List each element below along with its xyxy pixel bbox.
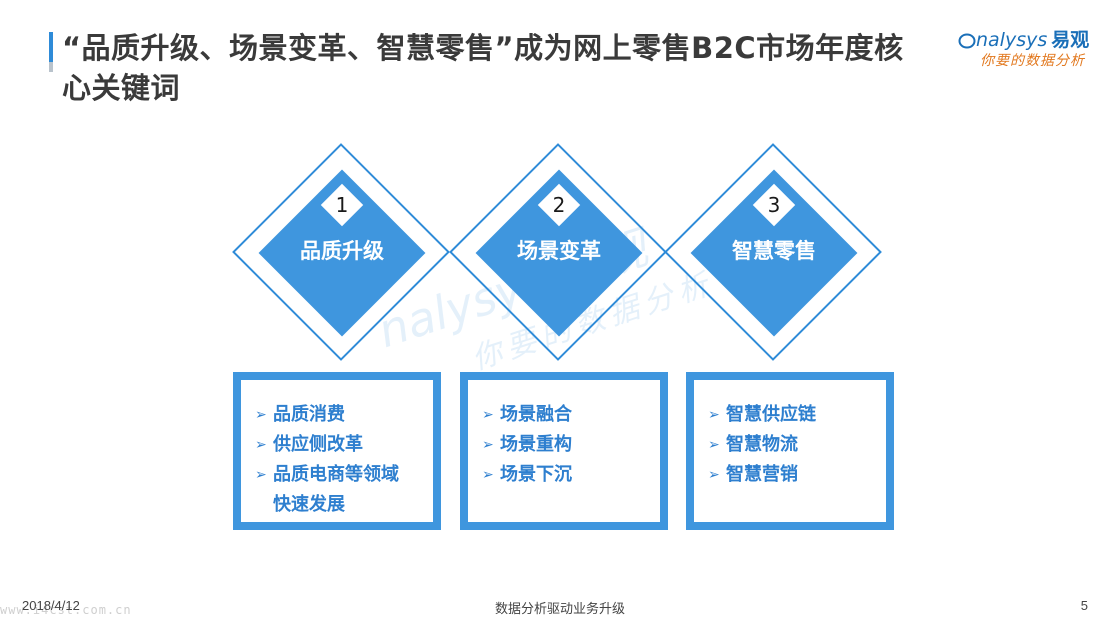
list-item-continuation: 快速发展 bbox=[255, 490, 433, 520]
arrow-bullet-icon: ➢ bbox=[482, 437, 494, 453]
list-item: ➢ 供应侧改革 bbox=[255, 430, 433, 460]
footer-website-watermark: www.i4cst.com.cn bbox=[0, 603, 132, 617]
arrow-bullet-icon: ➢ bbox=[255, 407, 267, 423]
list-item-text: 智慧营销 bbox=[726, 464, 798, 485]
detail-box-content: ➢ 智慧供应链 ➢ 智慧物流 ➢ 智慧营销 bbox=[694, 380, 886, 522]
list-item-text: 品质电商等领域 bbox=[273, 464, 399, 485]
list-item: ➢ 场景重构 bbox=[482, 430, 660, 460]
number-label: 2 bbox=[552, 193, 566, 217]
list-item-text: 快速发展 bbox=[273, 494, 345, 515]
number-label: 3 bbox=[767, 193, 781, 217]
detail-box-content: ➢ 场景融合 ➢ 场景重构 ➢ 场景下沉 bbox=[468, 380, 660, 522]
footer-slogan: 数据分析驱动业务升级 bbox=[494, 602, 625, 617]
arrow-bullet-icon: ➢ bbox=[482, 467, 494, 483]
detail-box-2: ➢ 场景融合 ➢ 场景重构 ➢ 场景下沉 bbox=[460, 372, 668, 530]
page-title: “品质升级、场景变革、智慧零售”成为网上零售B2C市场年度核心关键词 bbox=[62, 31, 904, 105]
list-item-text: 智慧物流 bbox=[726, 434, 798, 455]
list-item: ➢ 场景融合 bbox=[482, 400, 660, 430]
logo-o-icon bbox=[958, 33, 976, 49]
logo-brand-cn: 易观 bbox=[1051, 29, 1090, 51]
page-number: 5 bbox=[1080, 598, 1088, 613]
logo-brand-text: nalysys bbox=[976, 29, 1048, 51]
arrow-bullet-icon: ➢ bbox=[482, 407, 494, 423]
list-item-text: 场景重构 bbox=[500, 434, 572, 455]
diamond-label: 品质升级 bbox=[300, 239, 384, 263]
diamond-1: 1 品质升级 bbox=[232, 143, 450, 361]
detail-list: ➢ 智慧供应链 ➢ 智慧物流 ➢ 智慧营销 bbox=[708, 400, 886, 490]
detail-box-3: ➢ 智慧供应链 ➢ 智慧物流 ➢ 智慧营销 bbox=[686, 372, 894, 530]
list-item-text: 场景融合 bbox=[500, 404, 572, 425]
list-item: ➢ 场景下沉 bbox=[482, 460, 660, 490]
list-item: ➢ 品质电商等领域 bbox=[255, 460, 433, 490]
list-item: ➢ 智慧供应链 bbox=[708, 400, 886, 430]
arrow-bullet-icon: ➢ bbox=[708, 407, 720, 423]
list-item: ➢ 品质消费 bbox=[255, 400, 433, 430]
logo-tagline: 你要的数据分析 bbox=[980, 53, 1085, 69]
footer-date: 2018/4/12 bbox=[22, 598, 80, 613]
arrow-bullet-icon: ➢ bbox=[255, 437, 267, 453]
diamond-label: 智慧零售 bbox=[732, 239, 816, 263]
diamond-2: 2 场景变革 bbox=[449, 143, 667, 361]
list-item-text: 供应侧改革 bbox=[273, 434, 363, 455]
list-item: ➢ 智慧营销 bbox=[708, 460, 886, 490]
detail-list: ➢ 场景融合 ➢ 场景重构 ➢ 场景下沉 bbox=[482, 400, 660, 490]
arrow-bullet-icon: ➢ bbox=[255, 467, 267, 483]
diamond-label: 场景变革 bbox=[517, 239, 601, 263]
arrow-bullet-icon: ➢ bbox=[708, 467, 720, 483]
list-item-text: 品质消费 bbox=[273, 404, 345, 425]
detail-box-content: ➢ 品质消费 ➢ 供应侧改革 ➢ 品质电商等领域 快速发展 bbox=[241, 380, 433, 522]
list-item-text: 场景下沉 bbox=[500, 464, 572, 485]
list-item: ➢ 智慧物流 bbox=[708, 430, 886, 460]
arrow-bullet-icon: ➢ bbox=[708, 437, 720, 453]
detail-box-1: ➢ 品质消费 ➢ 供应侧改革 ➢ 品质电商等领域 快速发展 bbox=[233, 372, 441, 530]
number-label: 1 bbox=[335, 193, 349, 217]
list-item-text: 智慧供应链 bbox=[726, 404, 816, 425]
detail-list: ➢ 品质消费 ➢ 供应侧改革 ➢ 品质电商等领域 快速发展 bbox=[255, 400, 433, 520]
diamond-3: 3 智慧零售 bbox=[664, 143, 882, 361]
title-accent-bar bbox=[49, 32, 53, 72]
